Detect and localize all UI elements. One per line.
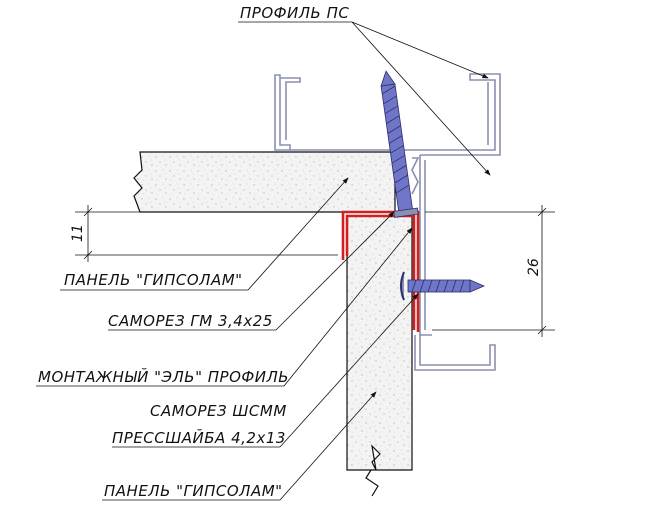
label-panel-bottom: ПАНЕЛЬ "ГИПСОЛАМ"	[104, 482, 283, 500]
dimension-right: 26	[425, 205, 555, 337]
label-l-profile: МОНТАЖНЫЙ "ЭЛЬ" ПРОФИЛЬ	[38, 367, 289, 386]
dimension-right-text: 26	[526, 258, 542, 276]
bottom-panel	[346, 215, 413, 497]
leader-lines	[36, 21, 491, 501]
screw-shsmm	[400, 271, 486, 301]
label-screw-shsmm-1: САМОРЕЗ ШСММ	[150, 402, 287, 420]
screw-gm	[380, 70, 419, 218]
ps-profile	[274, 73, 501, 371]
label-panel-top: ПАНЕЛЬ "ГИПСОЛАМ"	[64, 271, 243, 289]
label-screw-shsmm-2: ПРЕССШАЙБА 4,2x13	[112, 428, 286, 447]
l-mounting-profile	[341, 210, 420, 332]
label-screw-gm: САМОРЕЗ ГМ 3,4x25	[108, 312, 273, 330]
dimension-left-text: 11	[70, 224, 86, 242]
label-profile-ps: ПРОФИЛЬ ПС	[240, 4, 349, 22]
dimension-left: 11	[70, 205, 338, 262]
top-panel	[133, 151, 396, 213]
